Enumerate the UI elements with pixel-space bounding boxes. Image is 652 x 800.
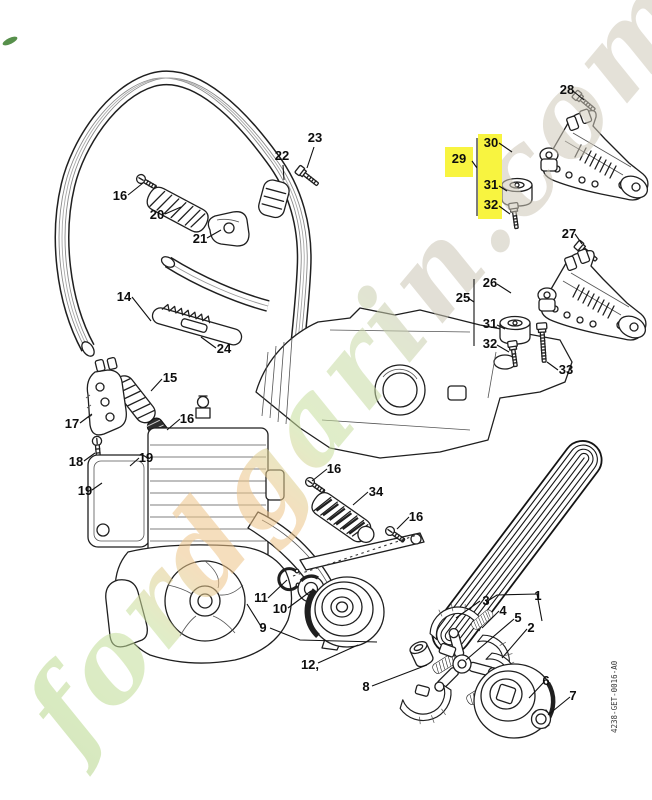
drawing-code: 4238-GET-0016-A0 <box>610 660 619 733</box>
callout-10: 10 <box>273 601 287 616</box>
callout-32: 32 <box>483 336 497 351</box>
callout-16: 16 <box>327 461 341 476</box>
callout-30: 30 <box>484 135 498 150</box>
part-bracket-17 <box>85 356 127 436</box>
callout-14: 14 <box>117 289 132 304</box>
callout-26: 26 <box>483 275 497 290</box>
part-tank-housing <box>255 307 573 459</box>
callout-23: 23 <box>308 130 322 145</box>
part-bushing-8 <box>409 640 434 668</box>
artwork-layer <box>2 36 652 739</box>
part-engine-cylinder <box>147 395 285 561</box>
callout-12: 12, <box>301 657 319 672</box>
watermark-leaf-mark <box>2 36 18 46</box>
callout-16: 16 <box>409 509 423 524</box>
part-nut-7 <box>530 708 552 730</box>
highlight-layer <box>445 134 502 219</box>
callout-5: 5 <box>514 610 521 625</box>
callout-33: 33 <box>559 362 573 377</box>
callout-19: 19 <box>139 450 153 465</box>
part-engine-crankcase <box>105 544 293 664</box>
callout-8: 8 <box>362 679 369 694</box>
callout-16: 16 <box>180 411 194 426</box>
callout-1: 1 <box>534 588 541 603</box>
part-handle-tube-lower <box>160 256 270 312</box>
part-handlebar-14 <box>54 70 312 389</box>
part-grip-moulding-24 <box>151 303 243 346</box>
callout-11: 11 <box>254 590 268 605</box>
callout-16: 16 <box>113 188 127 203</box>
callout-24: 24 <box>217 341 232 356</box>
callout-22: 22 <box>275 148 289 163</box>
callout-3: 3 <box>482 593 489 608</box>
highlight-box-29 <box>445 147 473 177</box>
callout-31: 31 <box>484 177 498 192</box>
part-spring-34 <box>307 488 376 547</box>
part-engine-muffler <box>87 454 151 548</box>
part-belt-13 <box>431 440 603 654</box>
assembly-axis-dashed-line <box>292 533 421 577</box>
part-av-mount-lower <box>537 248 650 343</box>
part-clutch-block-a <box>438 642 457 658</box>
part-clutch-block-b <box>414 684 430 697</box>
callout-4: 4 <box>499 603 507 618</box>
callout-32: 32 <box>484 197 498 212</box>
callout-27: 27 <box>562 226 576 241</box>
callout-19: 19 <box>78 483 92 498</box>
callout-29: 29 <box>452 151 466 166</box>
callout-21: 21 <box>193 231 207 246</box>
callout-15: 15 <box>163 370 177 385</box>
part-buffer-31b <box>499 315 531 345</box>
leader-lines <box>79 90 585 716</box>
callout-7: 7 <box>569 688 576 703</box>
callout-2: 2 <box>527 620 534 635</box>
part-pulley-12 <box>304 576 385 648</box>
callout-9: 9 <box>259 620 266 635</box>
callout-18: 18 <box>69 454 83 469</box>
highlight-band-30-32 <box>478 134 502 219</box>
part-clamp-22 <box>258 179 290 219</box>
callout-6: 6 <box>542 673 549 688</box>
callout-17: 17 <box>65 416 79 431</box>
callout-34: 34 <box>369 484 384 499</box>
callout-20: 20 <box>150 207 164 222</box>
callout-25: 25 <box>456 290 470 305</box>
callout-31: 31 <box>483 316 497 331</box>
part-bolt-23 <box>294 164 322 189</box>
callout-28: 28 <box>560 82 574 97</box>
part-support-21 <box>207 211 250 247</box>
